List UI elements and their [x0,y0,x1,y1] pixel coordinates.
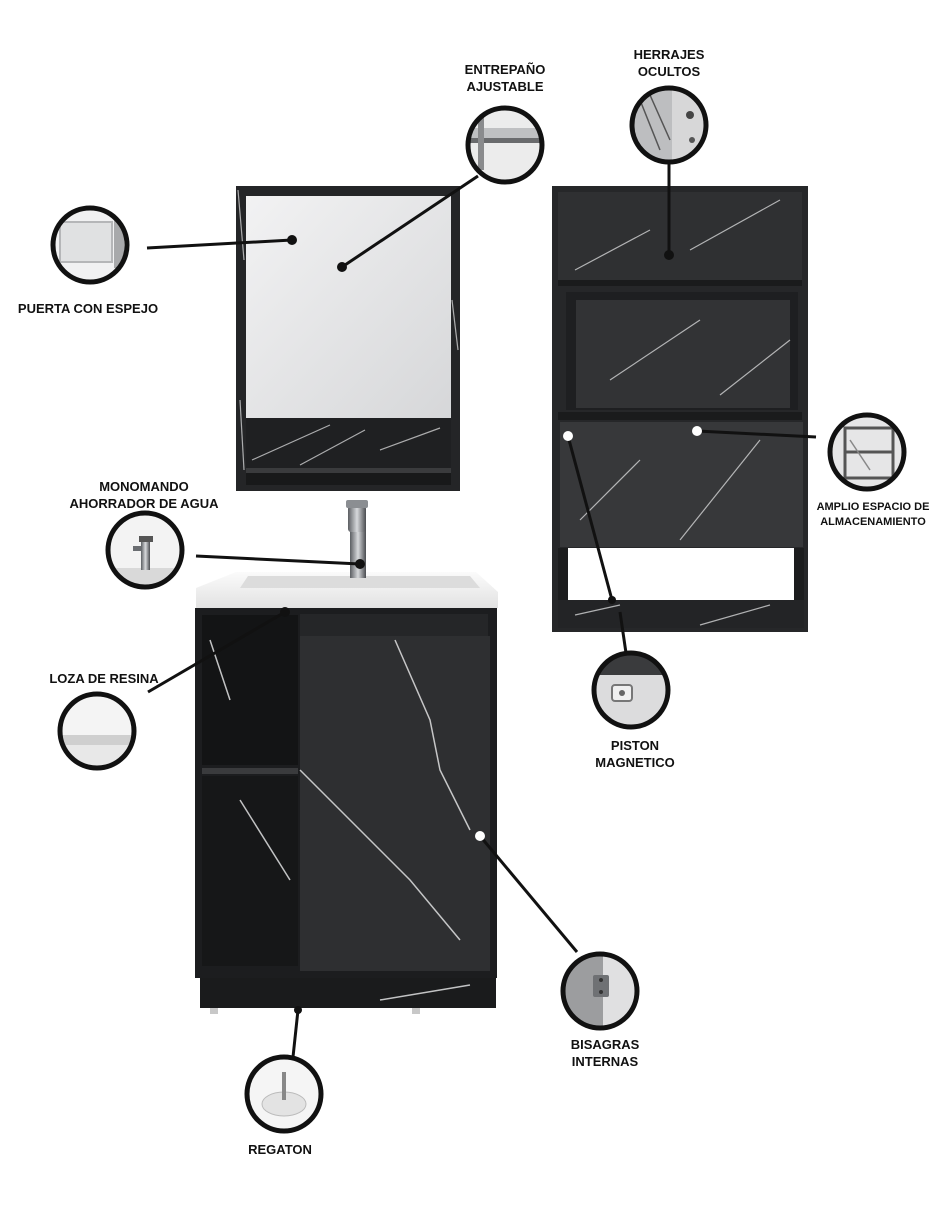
callout-dots [280,235,674,1014]
hidden-hardware-thumbnail [629,85,709,165]
callout-dots-light [475,426,702,841]
leveling-foot-thumbnail [244,1054,324,1134]
flip-door [560,422,803,547]
mirror-door-thumbnail [50,205,130,285]
faucet-thumbnail [105,510,185,590]
label-amplio: AMPLIO ESPACIO DE ALMACENAMIENTO [816,501,930,528]
label-monomando: MONOMANDO AHORRADOR DE AGUA [69,479,219,511]
tall-cabinet [552,186,808,632]
resin-basin-thumbnail [57,691,137,771]
label-piston: PISTON MAGNETICO [595,738,675,770]
callout-lines [146,162,817,1058]
resin-basin [196,572,498,608]
label-herrajes: HERRAJES OCULTOS [633,47,705,79]
mirror-cabinet [236,186,460,491]
vanity-door [300,636,490,971]
label-regaton: REGATON [248,1142,312,1157]
label-puerta: PUERTA CON ESPEJO [17,301,159,316]
mirror-door [246,196,451,418]
label-entrepano: ENTREPAÑO AJUSTABLE [464,62,546,94]
storage-thumbnail [827,412,907,492]
hinge-thumbnail [560,951,640,1031]
label-loza: LOZA DE RESINA [49,671,159,686]
faucet [346,500,368,578]
vanity-cabinet [195,608,497,1014]
label-bisagras: BISAGRAS INTERNAS [570,1037,640,1069]
magnetic-piston-thumbnail [591,650,671,730]
adjustable-shelf-thumbnail [465,105,545,185]
